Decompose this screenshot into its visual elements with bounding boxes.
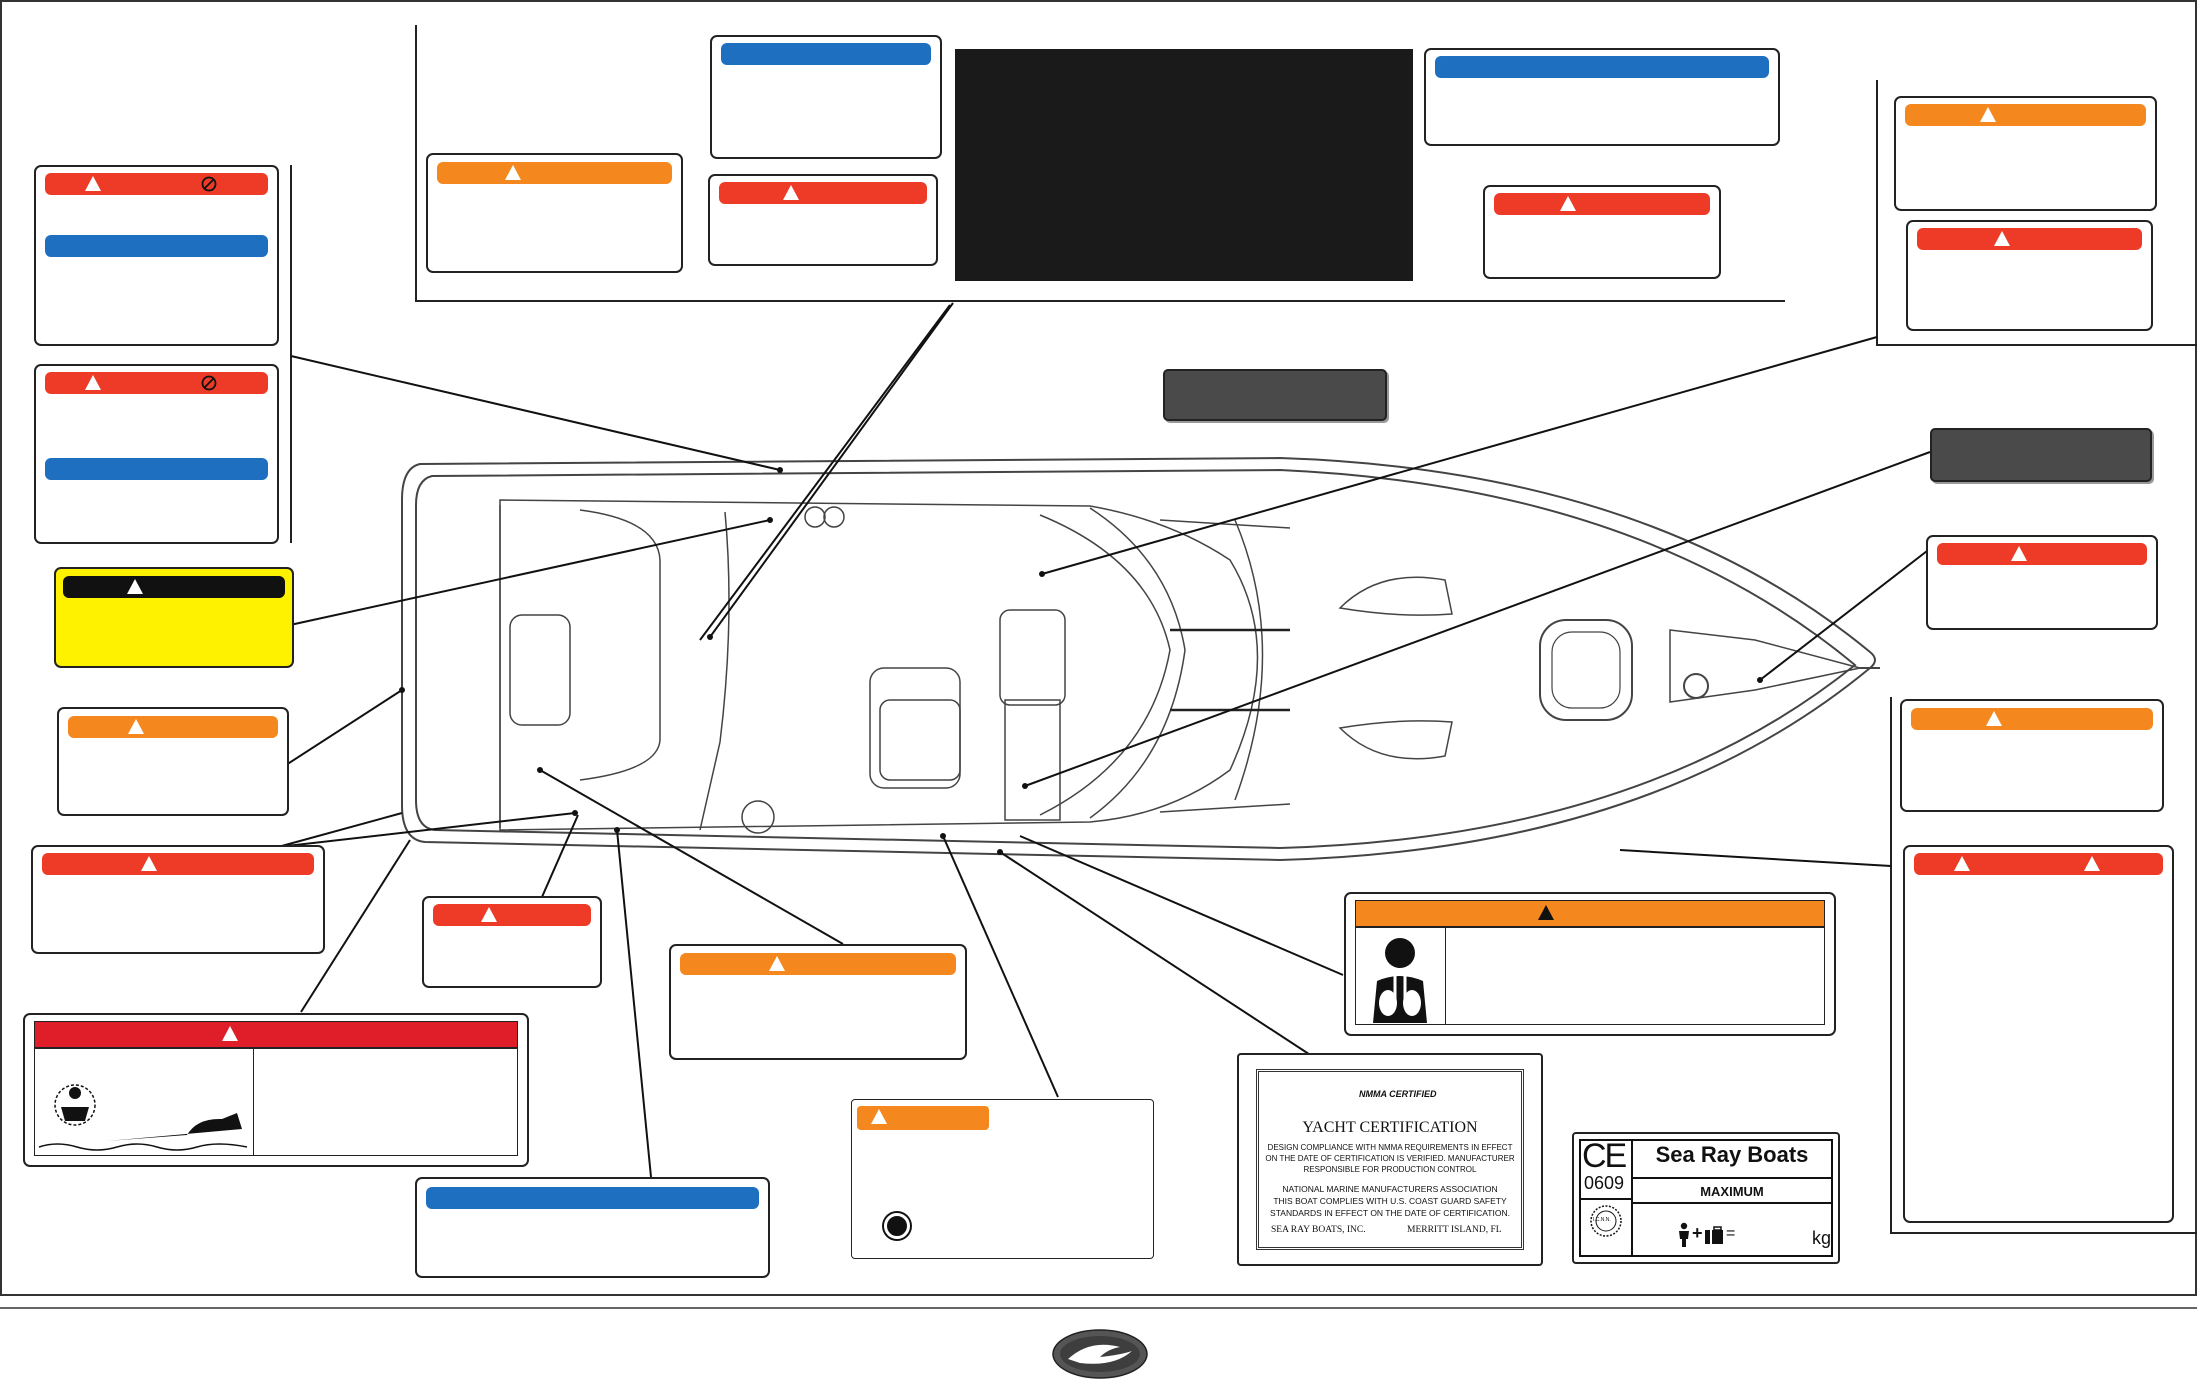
ce-number: 0609	[1584, 1173, 1625, 1193]
leader-lines	[277, 302, 1931, 1178]
danger-label-right-mid	[1926, 535, 2158, 630]
warning-triangle-icon	[127, 579, 143, 594]
switch-button-icon	[884, 1213, 910, 1239]
seal-text: I.C.N.N.	[1593, 1217, 1611, 1223]
cert-line-1: DESIGN COMPLIANCE WITH NMMA REQUIREMENTS…	[1267, 1143, 1513, 1152]
danger-notice-label-left-2	[34, 364, 279, 544]
ce-capacity-plate: CE 0609 I.C.N.N. Sea Ray Boats MAXIMUM +…	[1572, 1132, 1840, 1264]
ce-mark: CE	[1582, 1137, 1627, 1175]
cert-association: NATIONAL MARINE MANUFACTURERS ASSOCIATIO…	[1282, 1184, 1498, 1194]
danger-label-top-2	[1483, 185, 1721, 279]
warning-label-left	[57, 707, 289, 816]
nmma-logo: NMMA CERTIFIED	[1359, 1089, 1437, 1099]
formula-equals: =	[1726, 1225, 1736, 1242]
danger-label-right-tall	[1903, 845, 2174, 1223]
gray-placard-right	[1930, 428, 2152, 482]
swimmer-propeller-icon	[38, 1084, 248, 1151]
warning-triangle-icon	[222, 1026, 238, 1041]
notice-label-top-2	[1424, 48, 1780, 146]
warning-triangle-icon	[769, 956, 785, 971]
certification-title: YACHT CERTIFICATION	[1302, 1119, 1478, 1136]
danger-label-right-top	[1906, 220, 2153, 331]
seal-icon	[1590, 1205, 1622, 1237]
cert-line-3: RESPONSIBLE FOR PRODUCTION CONTROL	[1303, 1165, 1477, 1174]
warning-triangle-icon	[128, 719, 144, 734]
warning-label-right-top	[1894, 96, 2157, 211]
gray-placard-top	[1163, 369, 1387, 421]
warning-triangle-icon	[505, 165, 521, 180]
danger-label-bottom-small	[422, 896, 602, 988]
cert-line-5: STANDARDS IN EFFECT ON THE DATE OF CERTI…	[1270, 1208, 1510, 1218]
caution-yellow-label	[54, 567, 294, 668]
warning-triangle-icon	[1954, 856, 1970, 871]
warning-triangle-icon	[1994, 231, 2010, 246]
danger-label-top-1	[708, 174, 938, 266]
black-placard	[955, 49, 1413, 281]
warning-triangle-icon	[85, 375, 101, 390]
warning-triangle-icon	[871, 1109, 887, 1124]
warning-triangle-icon	[783, 185, 799, 200]
warning-label-right-lower	[1900, 699, 2164, 812]
warning-triangle-icon	[141, 856, 157, 871]
no-symbol-icon	[201, 176, 217, 192]
warning-label-bottom	[669, 944, 967, 1060]
warning-triangle-icon	[1560, 196, 1576, 211]
warning-label-top-left	[426, 153, 683, 273]
cert-line-4: THIS BOAT COMPLIES WITH U.S. COAST GUARD…	[1273, 1196, 1507, 1206]
maximum-label: MAXIMUM	[1700, 1184, 1764, 1199]
warning-triangle-icon	[1986, 711, 2002, 726]
yacht-certification-plate: NMMA CERTIFIED YACHT CERTIFICATION DESIG…	[1237, 1053, 1543, 1266]
notice-label-top-1	[710, 35, 942, 159]
cert-maker: SEA RAY BOATS, INC.	[1271, 1225, 1366, 1235]
cert-line-2: ON THE DATE OF CERTIFICATION IS VERIFIED…	[1265, 1154, 1515, 1163]
warning-triangle-icon	[1980, 107, 1996, 122]
notice-label-bottom	[415, 1177, 770, 1278]
no-symbol-icon	[201, 375, 217, 391]
propeller-danger-label	[23, 1013, 529, 1167]
luggage-icon	[1705, 1226, 1723, 1244]
sea-ray-logo-icon	[1052, 1329, 1148, 1379]
warning-triangle-icon	[2084, 856, 2100, 871]
warning-triangle-icon	[481, 907, 497, 922]
danger-label-left-lower	[31, 845, 325, 954]
danger-notice-label-left-1	[34, 165, 279, 346]
brand-name: Sea Ray Boats	[1655, 1142, 1809, 1167]
person-icon	[1679, 1222, 1689, 1247]
cert-city: MERRITT ISLAND, FL	[1407, 1225, 1502, 1235]
kg-unit: kg	[1812, 1228, 1832, 1248]
formula-plus: +	[1692, 1223, 1703, 1243]
carbon-monoxide-warning-label	[1344, 892, 1836, 1036]
boat-outline	[401, 456, 1880, 862]
carbon-monoxide-person-icon	[1373, 938, 1427, 1023]
warning-triangle-icon	[1538, 905, 1554, 920]
warning-label-switch	[851, 1099, 1154, 1259]
warning-triangle-icon	[85, 176, 101, 191]
warning-triangle-icon	[2011, 546, 2027, 561]
